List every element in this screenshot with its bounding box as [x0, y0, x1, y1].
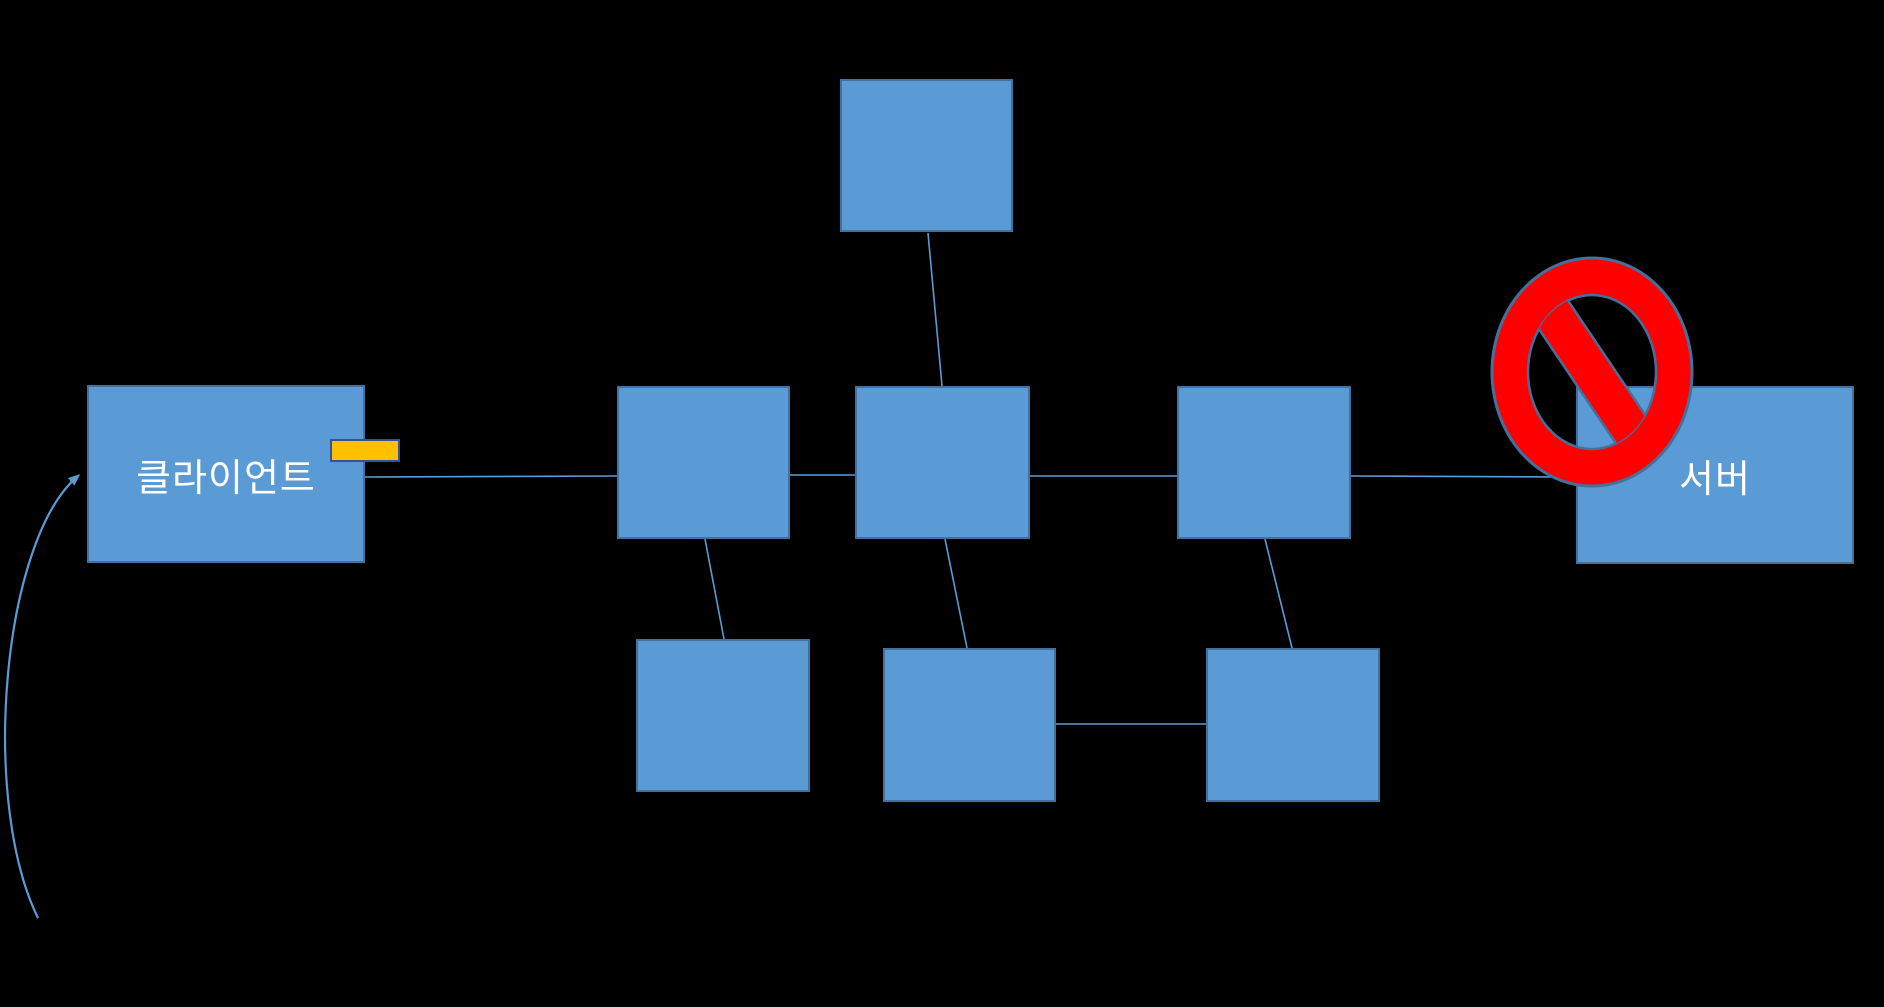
network-node-bottom-center	[883, 648, 1056, 802]
connector-client-to-mid-left	[364, 475, 618, 478]
client-node: 클라이언트	[87, 385, 365, 563]
network-node-bottom-left	[636, 639, 810, 792]
curved-arrow-into-client	[4, 474, 81, 919]
connector-mid-left-to-bottom-left	[704, 538, 725, 640]
network-node-top	[840, 79, 1013, 232]
connector-mid-right-to-server	[1350, 475, 1577, 478]
network-node-mid-center	[855, 386, 1030, 539]
client-node-label: 클라이언트	[136, 457, 316, 500]
connector-mid-center-to-bottom-center	[944, 538, 968, 649]
network-node-mid-right	[1177, 386, 1351, 539]
connector-top-to-mid-center	[927, 232, 943, 387]
prohibition-icon	[1490, 256, 1694, 488]
network-node-bottom-right	[1206, 648, 1380, 802]
network-node-mid-left	[617, 386, 790, 539]
server-node-label: 서버	[1679, 458, 1751, 501]
connector-mid-right-to-bottom-right	[1264, 538, 1293, 649]
highlight-marker	[330, 439, 400, 462]
